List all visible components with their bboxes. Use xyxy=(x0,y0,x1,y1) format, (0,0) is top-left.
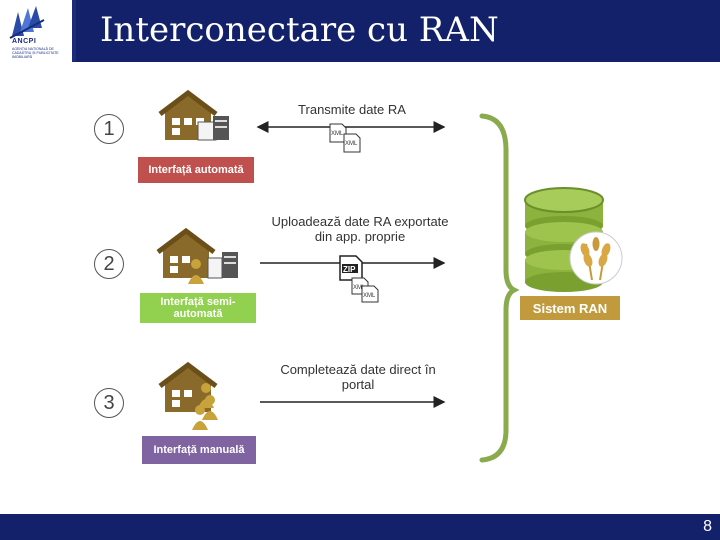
arrow-text-2: Uploadează date RA exportate din app. pr… xyxy=(271,214,449,244)
logo-name: ANCPI xyxy=(12,38,37,45)
label-interfata-semi-automata: Interfață semi-automată xyxy=(140,293,256,323)
step-number-2: 2 xyxy=(94,249,124,279)
arrow-text-3: Completează date direct în portal xyxy=(280,362,436,392)
slide-footer: 8 xyxy=(0,514,720,540)
slide-title: Interconectare cu RAN xyxy=(100,10,499,50)
label-interfata-automata: Interfață automată xyxy=(138,157,254,183)
svg-text:XML: XML xyxy=(353,285,366,291)
grouping-brace xyxy=(479,113,520,463)
label-interfata-manuala: Interfață manuală xyxy=(142,436,256,464)
xml-file-icon: XML xyxy=(361,285,379,303)
step-number-3: 3 xyxy=(94,388,124,418)
sistem-ran-label: Sistem RAN xyxy=(520,296,620,320)
house-people-icon xyxy=(158,361,218,430)
logo-emblem-icon xyxy=(9,6,45,39)
house-server-icon xyxy=(158,89,229,141)
svg-text:XML: XML xyxy=(345,141,358,147)
zip-file-icon: ZIP xyxy=(339,255,363,281)
ancpi-logo: ANCPI AGENȚIA NAȚIONALĂ DE CADASTRU ȘI P… xyxy=(4,2,68,60)
svg-text:ZIP: ZIP xyxy=(343,265,356,274)
slide-header: ANCPI AGENȚIA NAȚIONALĂ DE CADASTRU ȘI P… xyxy=(0,0,720,62)
xml-file-icon: XML xyxy=(343,133,361,153)
arrow-text-1: Transmite date RA xyxy=(298,102,406,117)
title-bar xyxy=(76,0,720,62)
step-number-1: 1 xyxy=(94,114,124,144)
page-number: 8 xyxy=(703,518,712,535)
svg-text:XML: XML xyxy=(331,131,344,137)
header-divider xyxy=(72,0,76,62)
house-person-server-icon xyxy=(156,227,238,284)
logo-subtitle: AGENȚIA NAȚIONALĂ DE CADASTRU ȘI PUBLICI… xyxy=(12,47,59,59)
wheat-icon xyxy=(569,231,623,285)
svg-text:XML: XML xyxy=(363,293,376,299)
